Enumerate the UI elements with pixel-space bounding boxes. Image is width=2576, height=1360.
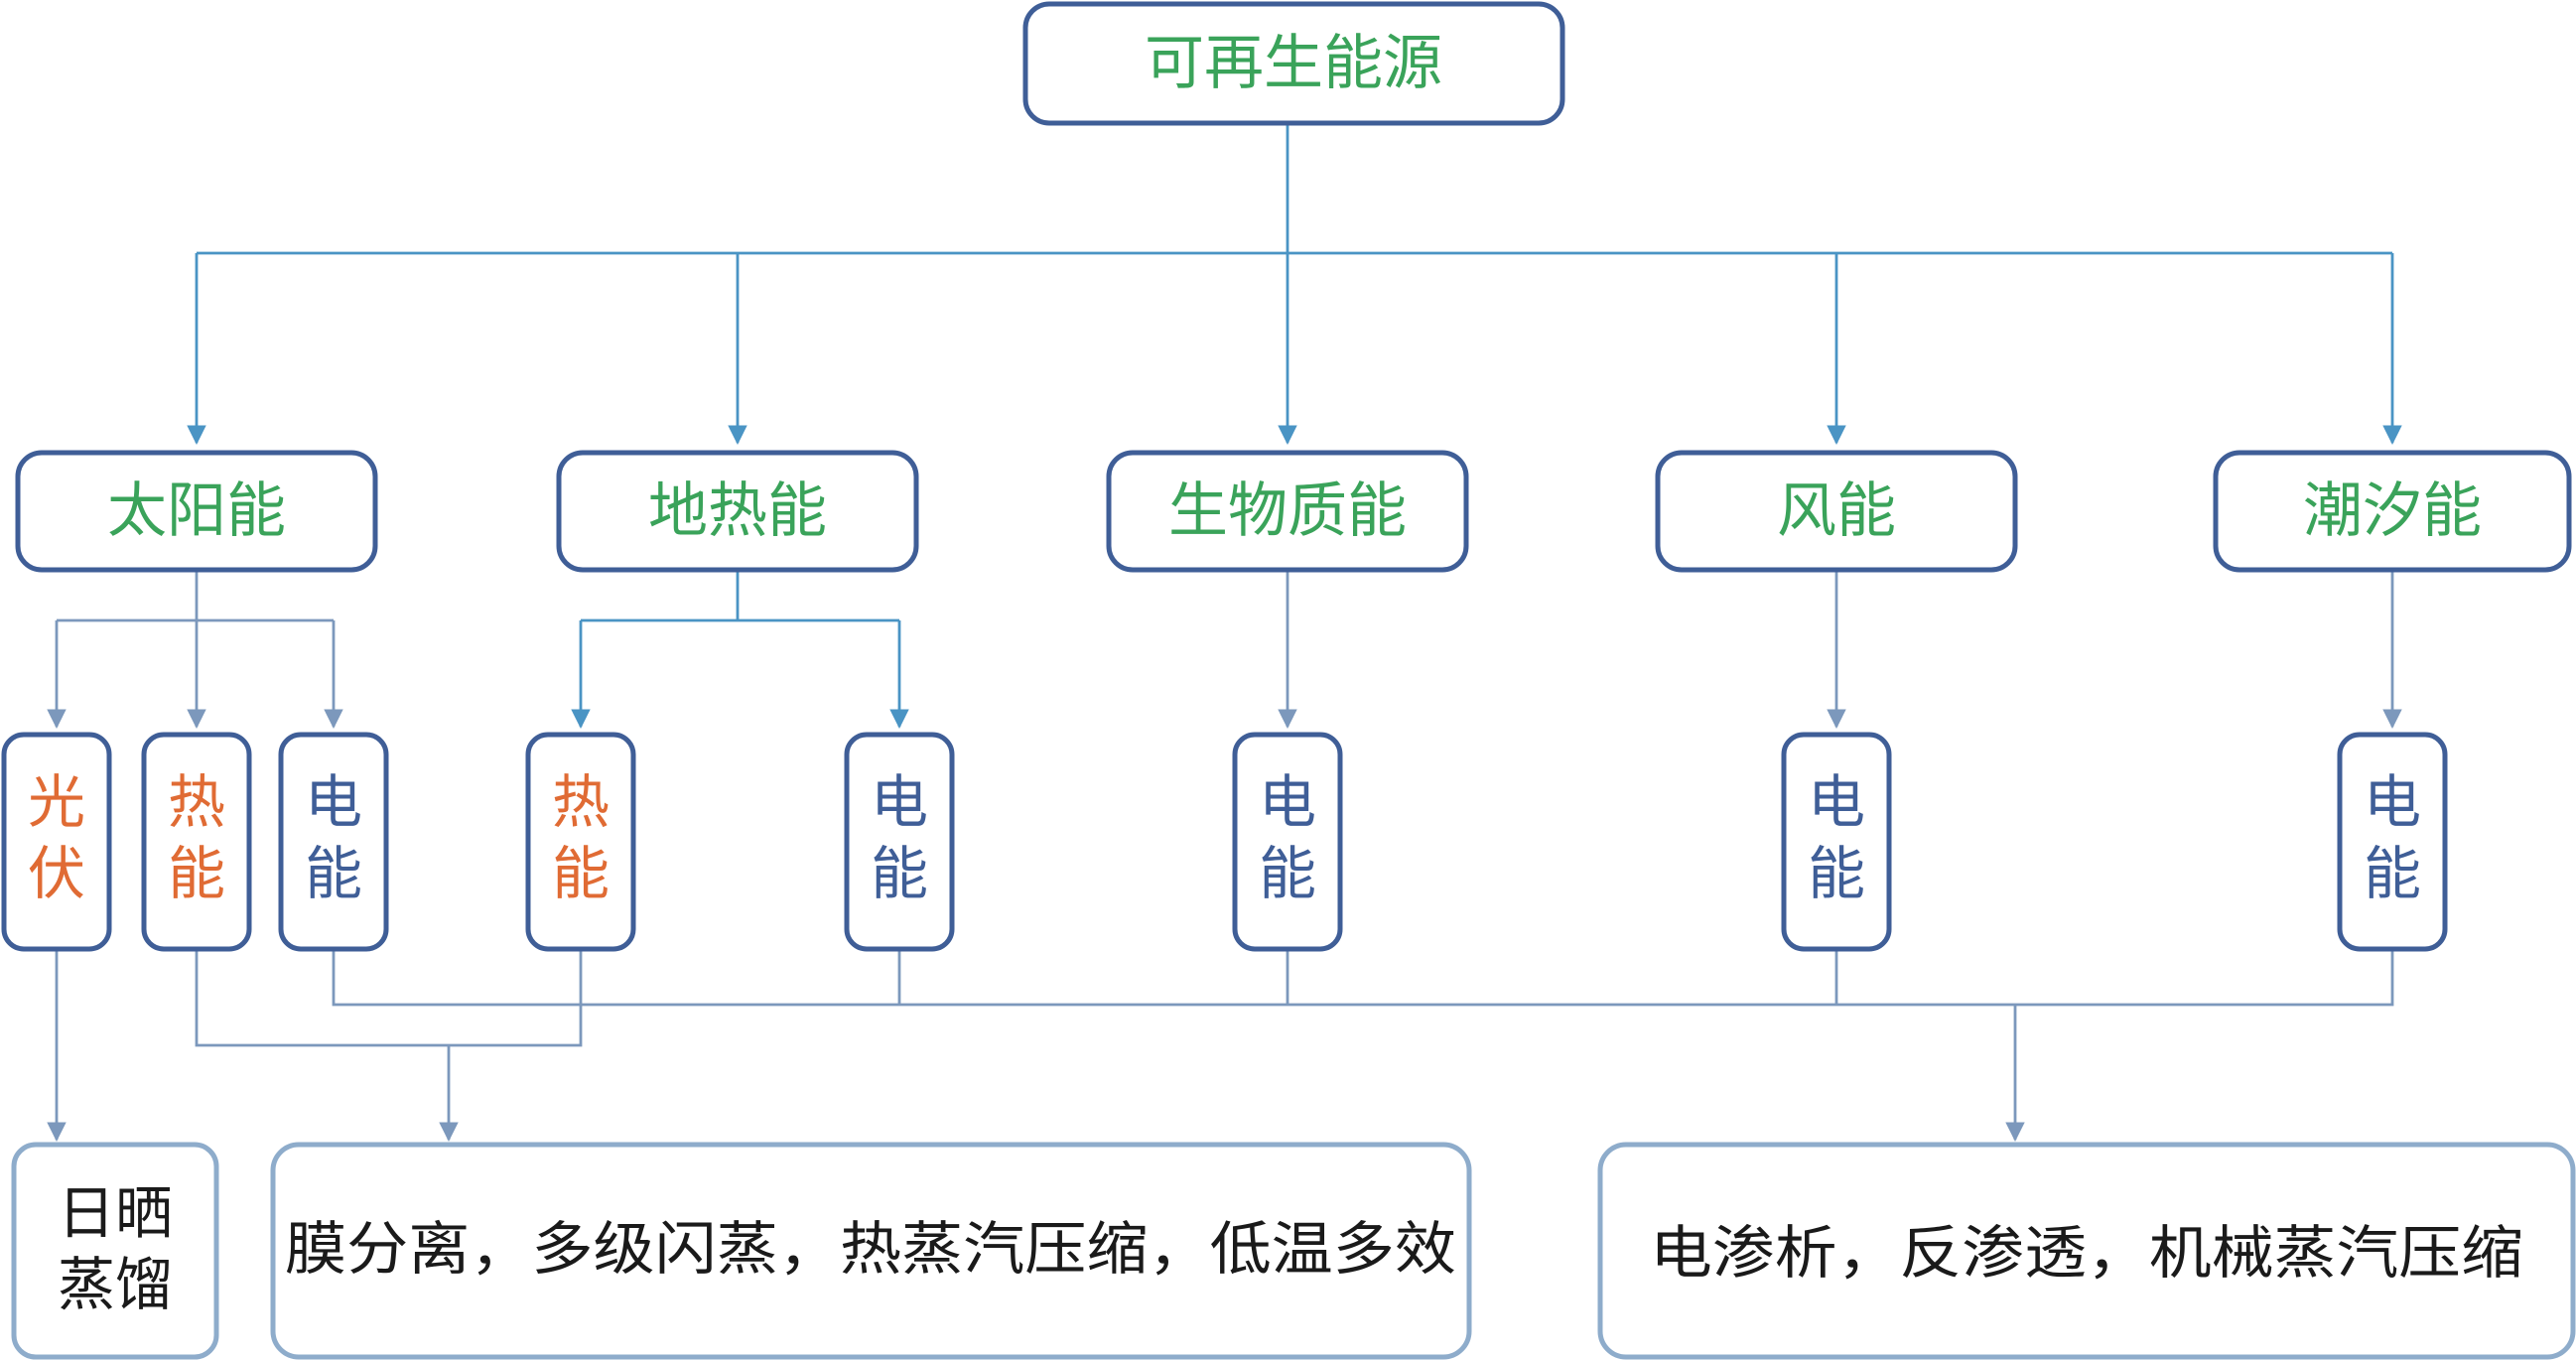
energy-form-char: 光	[28, 768, 85, 836]
energy-form-box	[1232, 732, 1343, 952]
source-label-bio: 生物质能	[1168, 476, 1407, 546]
source-label-solar: 太阳能	[107, 476, 286, 546]
energy-form-bio-elec: 电 能	[1232, 732, 1343, 952]
energy-form-tidal-elec: 电 能	[2337, 732, 2448, 952]
process-thermal: 膜分离，多级闪蒸，热蒸汽压缩，低温多效	[270, 1142, 1472, 1360]
root-label: 可再生能源	[1145, 29, 1442, 98]
process-electric: 电渗析，反渗透，机械蒸汽压缩	[1597, 1142, 2576, 1360]
energy-form-char: 能	[1808, 840, 1865, 907]
energy-form-wind-elec: 电 能	[1781, 732, 1892, 952]
process-label: 电渗析，反渗透，机械蒸汽压缩	[1650, 1219, 2523, 1287]
energy-form-char: 能	[871, 840, 928, 907]
source-connectors	[47, 570, 2402, 729]
process-label: 膜分离，多级闪蒸，热蒸汽压缩，低温多效	[285, 1215, 1456, 1283]
energy-form-box	[2337, 732, 2448, 952]
energy-form-box	[1781, 732, 1892, 952]
energy-form-char: 电	[1259, 768, 1316, 836]
process-label: 日晒	[58, 1179, 173, 1247]
energy-form-char: 电	[871, 768, 928, 836]
source-nodes: 太阳能 地热能 生物质能 风能 潮汐能	[15, 450, 2572, 573]
root-box	[1022, 1, 1565, 126]
energy-form-char: 能	[305, 840, 362, 907]
energy-form-nodes: 光 伏 热 能 电 能 热 能 电 能 电 能 电	[1, 732, 2448, 952]
source-label-geo: 地热能	[648, 476, 827, 546]
energy-form-char: 电	[305, 768, 362, 836]
energy-form-box	[525, 732, 636, 952]
energy-form-char: 电	[1808, 768, 1865, 836]
energy-form-box	[141, 732, 252, 952]
source-box-tidal	[2213, 450, 2572, 573]
energy-form-char: 能	[2364, 840, 2421, 907]
energy-form-geo-heat: 热 能	[525, 732, 636, 952]
energy-form-char: 热	[552, 768, 610, 836]
source-box-geo	[556, 450, 919, 573]
root-connectors	[187, 125, 2402, 445]
energy-form-char: 电	[2364, 768, 2421, 836]
energy-form-box	[278, 732, 389, 952]
energy-form-char: 能	[552, 840, 610, 907]
process-label: 蒸馏	[58, 1251, 173, 1318]
process-box	[270, 1142, 1472, 1360]
process-box	[11, 1142, 219, 1360]
energy-form-solar-elec: 电 能	[278, 732, 389, 952]
source-box-wind	[1655, 450, 2018, 573]
source-label-wind: 风能	[1777, 476, 1896, 546]
source-box-solar	[15, 450, 378, 573]
process-connectors	[47, 951, 2394, 1142]
connector-heat-bus	[195, 951, 583, 1047]
source-box-bio	[1106, 450, 1469, 573]
connector-electric-bus	[332, 951, 2394, 1007]
energy-form-char: 能	[1259, 840, 1316, 907]
energy-form-box	[1, 732, 112, 952]
energy-form-geo-elec: 电 能	[844, 732, 955, 952]
energy-form-solar-heat: 热 能	[141, 732, 252, 952]
energy-form-char: 能	[168, 840, 225, 907]
energy-form-char: 热	[168, 768, 225, 836]
process-box	[1597, 1142, 2576, 1360]
energy-form-solar-pv: 光 伏	[1, 732, 112, 952]
process-sun-drying: 日晒 蒸馏	[11, 1142, 219, 1360]
energy-form-char: 伏	[28, 840, 85, 907]
root-node: 可再生能源	[1022, 1, 1565, 126]
source-label-tidal: 潮汐能	[2303, 476, 2482, 546]
process-nodes: 日晒 蒸馏 膜分离，多级闪蒸，热蒸汽压缩，低温多效 电渗析，反渗透，机械蒸汽压缩	[11, 1142, 2576, 1360]
energy-form-box	[844, 732, 955, 952]
